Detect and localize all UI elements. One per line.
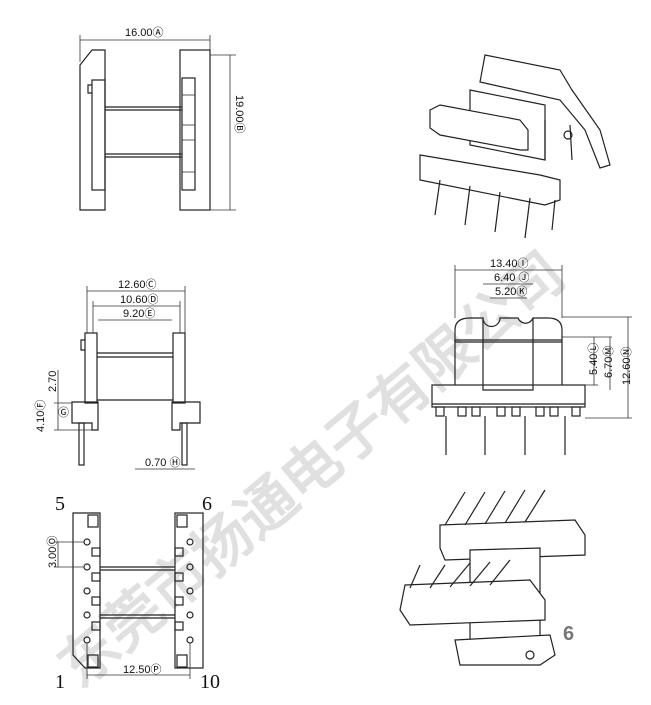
dim-l-label: 5.40Ⓛ [587, 343, 600, 375]
pin-1-label: 1 [55, 671, 65, 693]
dim-c-label: 12.60Ⓒ [118, 278, 157, 291]
dim-h-label: 0.70 Ⓗ [145, 456, 180, 469]
pin-count-mark: 6 [563, 623, 574, 645]
top-view: 16.00Ⓐ 19.00Ⓑ [79, 26, 246, 211]
dim-m-label: 6.70Ⓜ [602, 346, 615, 378]
front-view: 12.60Ⓒ 10.60Ⓓ 9.20Ⓔ 2.70 4.10Ⓕ Ⓖ 0.70 Ⓗ [34, 278, 201, 470]
pin-6-label: 6 [202, 493, 212, 515]
dim-g-label: Ⓖ [58, 406, 69, 419]
dim-p-label: 12.50Ⓟ [123, 663, 162, 676]
isometric-view-top [419, 54, 611, 239]
dim-e-label: 9.20Ⓔ [123, 307, 155, 320]
dim-b-label: 19.00Ⓑ [233, 95, 246, 134]
dim-a-label: 16.00Ⓐ [125, 26, 164, 39]
isometric-view-bottom: 6 [399, 489, 586, 666]
bottom-view: 3.00Ⓞ 12.50Ⓟ 5 6 1 10 [46, 493, 220, 693]
dim-n-label: 12.60Ⓝ [620, 346, 633, 385]
dim-d-label: 10.60Ⓓ [120, 293, 159, 306]
pin-10-label: 10 [200, 671, 220, 693]
dim-j-label: 6.40 Ⓙ [494, 271, 529, 284]
dim-f-label: 4.10Ⓕ [34, 400, 47, 432]
side-view: 13.40Ⓘ 6.40 Ⓙ 5.20Ⓚ 5.40Ⓛ 6.70Ⓜ 12.60Ⓝ [431, 257, 633, 455]
dim-i-label: 13.40Ⓘ [490, 257, 529, 270]
dim-270-label: 2.70 [47, 371, 59, 392]
dim-k-label: 5.20Ⓚ [495, 285, 527, 298]
dim-o-label: 3.00Ⓞ [46, 536, 59, 568]
pin-5-label: 5 [55, 493, 65, 515]
